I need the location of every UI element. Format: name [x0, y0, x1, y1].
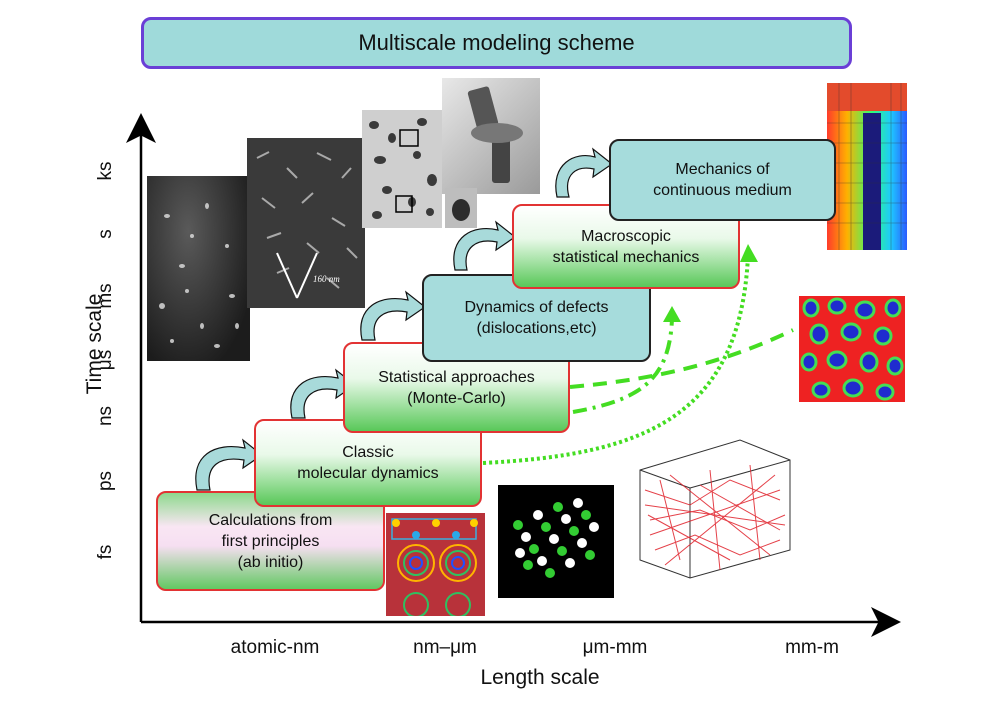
y-tick-ms: ms	[95, 283, 116, 309]
micrograph-detail-image	[445, 188, 477, 228]
connector-dashdot-head	[663, 306, 681, 322]
connector-dotted	[482, 255, 750, 465]
box-continuum-mechanics-label: Mechanics of continuous medium	[653, 161, 792, 199]
box-molecular-dynamics-label: Classic molecular dynamics	[297, 444, 439, 482]
x-axis-title: Length scale	[440, 666, 640, 690]
x-tick-um-mm: μm-mm	[582, 637, 648, 658]
connector-dotted-head	[740, 244, 758, 262]
x-tick-atomic-nm: atomic-nm	[230, 637, 320, 658]
y-tick-fs: fs	[95, 544, 116, 560]
box-ab-initio: Calculations from first principles (ab i…	[156, 491, 385, 591]
box-molecular-dynamics: Classic molecular dynamics	[254, 419, 482, 507]
micrograph-precipitates-image	[362, 110, 442, 228]
electron-density-image	[386, 513, 485, 616]
step-arrow-1	[195, 438, 264, 491]
connector-dashdot	[572, 317, 674, 414]
y-tick-ps: ps	[95, 470, 116, 492]
x-tick-mm-m: mm-m	[785, 637, 839, 658]
connector-dashed	[569, 328, 794, 389]
box-ab-initio-label: Calculations from first principles (ab i…	[208, 511, 333, 571]
atomistic-structure-image	[498, 485, 614, 598]
y-tick-us: μs	[95, 349, 116, 371]
step-arrow-5	[555, 147, 614, 198]
box-dynamics-of-defects-label: Dynamics of defects (dislocations,etc)	[464, 299, 609, 337]
step-arrow-4	[453, 220, 517, 271]
step-arrow-3	[360, 290, 427, 341]
x-axis-title-text: Length scale	[480, 666, 600, 689]
y-tick-ks: ks	[95, 161, 116, 181]
box-statistical-approaches-label: Statistical approaches (Monte-Carlo)	[378, 368, 535, 407]
fem-mesh-image	[827, 83, 907, 250]
bolt-photo-image	[442, 78, 540, 194]
phase-field-image	[799, 296, 905, 402]
micrograph-tem-image: 160 nm	[247, 138, 365, 308]
diagram-title-text: Multiscale modeling scheme	[358, 30, 635, 55]
y-tick-s: s	[95, 229, 116, 239]
diagram-title: Multiscale modeling scheme	[141, 17, 852, 69]
box-continuum-mechanics: Mechanics of continuous medium	[609, 139, 836, 221]
y-tick-ns: ns	[95, 405, 116, 427]
box-macroscopic-label: Macroscopic statistical mechanics	[552, 227, 700, 266]
micrograph-scale-label: 160 nm	[313, 274, 340, 284]
dislocation-network-image	[630, 430, 798, 580]
x-tick-nm-um: nm–μm	[413, 637, 477, 658]
micrograph-sem-image	[147, 176, 250, 361]
